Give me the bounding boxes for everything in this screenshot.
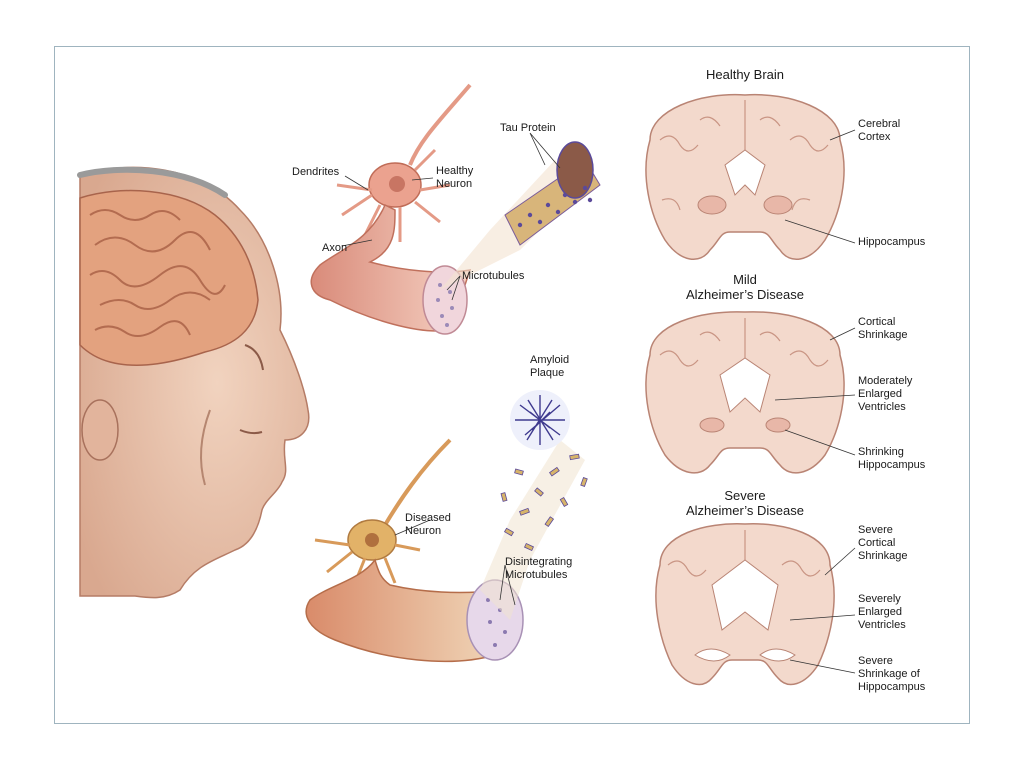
label-amyloid-plaque: Amyloid Plaque	[530, 354, 569, 380]
label-shrinking-hippocampus: Shrinking Hippocampus	[858, 446, 925, 472]
title-severe-alzheimers: Severe Alzheimer’s Disease	[660, 488, 830, 518]
brain-coronal-section-healthy	[646, 95, 844, 260]
brain-coronal-section-severe	[656, 524, 834, 685]
label-diseased-neuron: Diseased Neuron	[405, 512, 451, 538]
title-healthy-brain: Healthy Brain	[670, 67, 820, 82]
label-disintegrating-microtubules: Disintegrating Microtubules	[505, 556, 572, 582]
label-healthy-neuron: Healthy Neuron	[436, 165, 473, 191]
label-severely-enlarged-ventricles: Severely Enlarged Ventricles	[858, 593, 906, 632]
title-mild-alzheimers: Mild Alzheimer’s Disease	[660, 272, 830, 302]
label-axon: Axon	[322, 242, 347, 255]
label-microtubules: Microtubules	[462, 270, 524, 283]
label-severe-cortical-shrinkage: Severe Cortical Shrinkage	[858, 524, 908, 563]
label-moderately-enlarged-ventricles: Moderately Enlarged Ventricles	[858, 375, 912, 414]
healthy-neuron-illustration	[311, 85, 600, 334]
label-hippocampus: Hippocampus	[858, 236, 925, 249]
amyloid-plaque-icon	[510, 390, 570, 450]
label-cortical-shrinkage: Cortical Shrinkage	[858, 316, 908, 342]
label-severe-shrinkage-hippocampus: Severe Shrinkage of Hippocampus	[858, 655, 925, 694]
label-cerebral-cortex: Cerebral Cortex	[858, 118, 900, 144]
label-tau-protein: Tau Protein	[500, 122, 556, 135]
head-profile-illustration	[80, 167, 309, 597]
label-dendrites: Dendrites	[292, 166, 339, 179]
brain-coronal-section-mild	[646, 312, 844, 473]
